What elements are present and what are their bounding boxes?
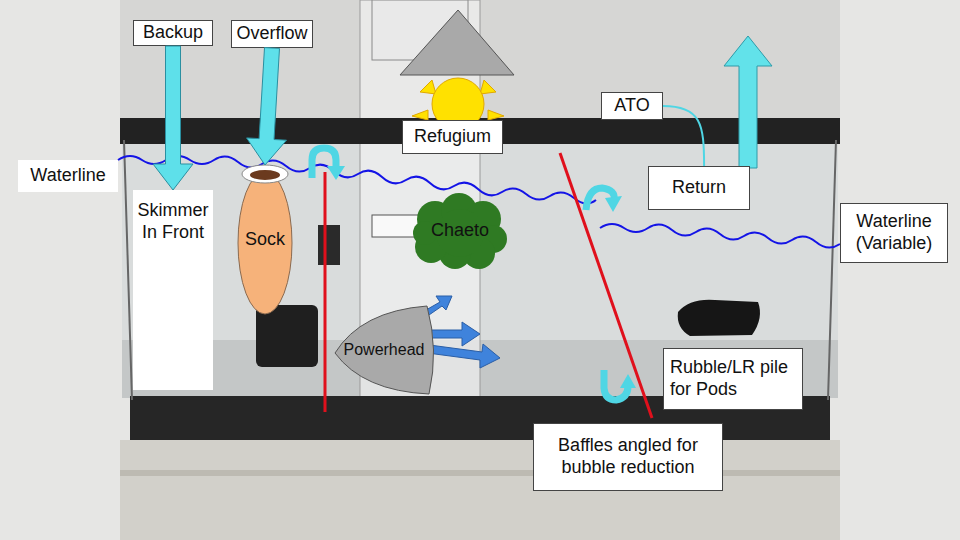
text-group: Backup bbox=[143, 22, 203, 44]
tank-side-glass bbox=[828, 140, 836, 400]
label-box: Refugium bbox=[402, 120, 503, 154]
text-group: Baffles angled for bubble reduction bbox=[534, 435, 722, 478]
refugium-lamp bbox=[400, 10, 514, 130]
node-label: Backup bbox=[143, 22, 203, 44]
tank-side-glass bbox=[124, 140, 132, 400]
text-group: Waterline (Variable) bbox=[841, 211, 947, 254]
powerhead-body bbox=[335, 306, 434, 394]
label-box: Waterline (Variable) bbox=[840, 203, 948, 263]
label-box: Return bbox=[648, 166, 750, 210]
label-box: ATO bbox=[601, 92, 663, 120]
node-label: Return bbox=[672, 177, 726, 199]
flow-arrow-head bbox=[327, 166, 345, 180]
sun-ray bbox=[488, 110, 504, 120]
chaeto-cloud: Chaeto bbox=[413, 195, 507, 267]
label-box: Rubble/LR pile for Pods bbox=[663, 348, 803, 410]
text-group: Waterline bbox=[30, 165, 105, 187]
node-label: Overflow bbox=[236, 23, 307, 45]
sun-ray bbox=[412, 110, 428, 120]
flow-arrow bbox=[153, 46, 193, 190]
node-label: Rubble/LR pile for Pods bbox=[670, 357, 802, 400]
text-group: Sock bbox=[245, 229, 285, 251]
node-label: Waterline (Variable) bbox=[841, 211, 947, 254]
flow-arrow-head bbox=[620, 374, 636, 388]
waterline-wave bbox=[600, 224, 840, 248]
filter-sock: Sock bbox=[237, 165, 293, 315]
text-group: Refugium bbox=[414, 126, 491, 148]
text-group: ATO bbox=[614, 95, 649, 117]
text-group: Powerhead bbox=[344, 340, 425, 359]
label-box: Backup bbox=[133, 20, 213, 46]
node-label: ATO bbox=[614, 95, 649, 117]
sun-ray bbox=[480, 80, 496, 94]
chaeto-clump bbox=[413, 193, 507, 269]
sock-body bbox=[238, 172, 292, 314]
lamp-shade bbox=[400, 10, 514, 75]
text-group: Chaeto bbox=[431, 220, 489, 242]
sock-ring bbox=[242, 165, 288, 183]
return-pump bbox=[678, 300, 760, 336]
skimmer-box: Skimmer In Front bbox=[133, 190, 213, 390]
baffle bbox=[324, 172, 327, 412]
text-group: Rubble/LR pile for Pods bbox=[670, 357, 802, 400]
baffle-angled bbox=[560, 153, 652, 418]
label-box: Overflow bbox=[231, 20, 313, 48]
node-label: Chaeto bbox=[431, 220, 489, 242]
return-arrow bbox=[724, 36, 772, 168]
sun-ray bbox=[420, 80, 436, 94]
powerhead-shape: Powerhead bbox=[333, 305, 435, 395]
node-label: Waterline bbox=[30, 165, 105, 187]
ato-line bbox=[663, 106, 704, 166]
label-box: Baffles angled for bubble reduction bbox=[533, 423, 723, 491]
stand-edge bbox=[120, 470, 840, 476]
node-label: Sock bbox=[245, 229, 285, 251]
label-box: Waterline bbox=[18, 160, 118, 192]
flow-arrow-head bbox=[605, 196, 622, 212]
text-group: Return bbox=[672, 177, 726, 199]
node-label: Refugium bbox=[414, 126, 491, 148]
flow-arrow bbox=[247, 48, 287, 165]
node-label: Baffles angled for bubble reduction bbox=[534, 435, 722, 478]
node-label: Powerhead bbox=[344, 340, 425, 359]
skimmer-valve bbox=[318, 225, 340, 265]
sock-opening bbox=[250, 170, 280, 180]
ato-line bbox=[663, 106, 704, 166]
stand bbox=[120, 440, 840, 540]
text-group: Overflow bbox=[236, 23, 307, 45]
text-group: Skimmer In Front bbox=[133, 200, 213, 243]
node-label: Skimmer In Front bbox=[133, 200, 213, 243]
